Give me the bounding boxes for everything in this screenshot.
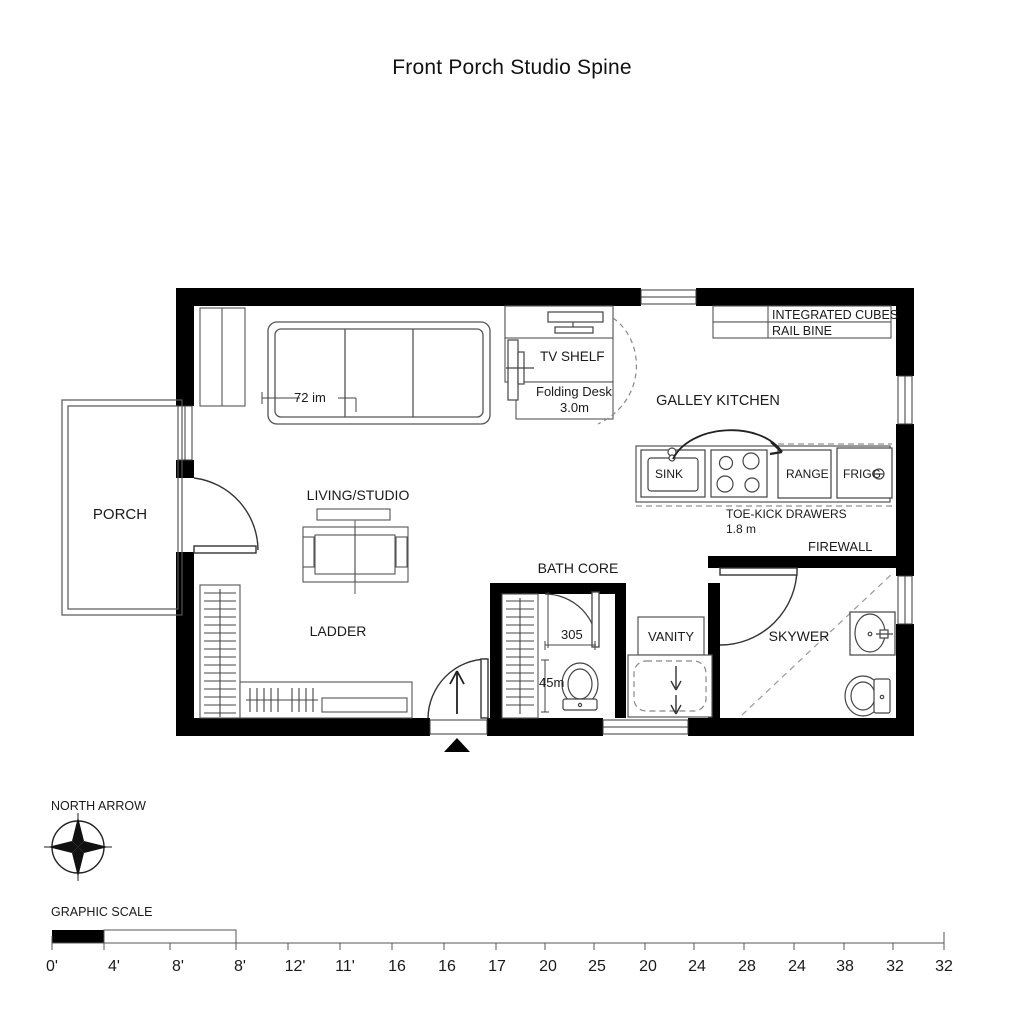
entry-direction-arrow (449, 670, 465, 714)
room-label-bath: BATH CORE (538, 560, 619, 576)
rail-bine-label: RAIL BINE (772, 324, 832, 338)
bath-dim-width: 305 (561, 627, 583, 642)
toe-kick-dim: 1.8 m (726, 522, 756, 536)
sofa-group (302, 508, 409, 594)
integrated-cubes-label: INTEGRATED CUBES (772, 308, 898, 322)
fridge-unit (836, 447, 893, 499)
room-label-porch: PORCH (93, 506, 147, 523)
scale-tick-1: 4' (108, 958, 120, 975)
scale-tick-16: 32 (886, 958, 904, 975)
scale-tick-14: 24 (788, 958, 806, 975)
bath-dimensions (541, 592, 596, 713)
room-label-shower: SKYWER (769, 628, 830, 644)
graphic-scale-bar: 0' 4' 8' 8' 12' 11' 16 16 17 20 25 20 24… (46, 929, 953, 975)
folding-desk-label: Folding Desk (536, 384, 612, 399)
tv-icon (547, 311, 604, 334)
firewall-label: FIREWALL (808, 539, 873, 554)
toe-kick-label: TOE-KICK DRAWERS (726, 507, 847, 521)
exterior-walls (176, 288, 914, 736)
room-label-kitchen: GALLEY KITCHEN (656, 393, 780, 409)
scale-tick-13: 28 (738, 958, 756, 975)
lavatory-fixture (849, 611, 896, 656)
folding-desk-dim: 3.0m (560, 400, 589, 415)
scale-tick-11: 20 (639, 958, 657, 975)
north-arrow (44, 813, 112, 881)
scale-tick-15: 38 (836, 958, 854, 975)
toe-kick-dashed (636, 443, 892, 507)
entry-marker-triangle (444, 738, 470, 752)
room-label-ladder: LADDER (310, 623, 367, 639)
folding-desk-panel (506, 339, 534, 401)
shower-door (719, 567, 798, 646)
scale-tick-2: 8' (172, 958, 184, 975)
scale-tick-8: 17 (488, 958, 506, 975)
windows (177, 289, 913, 735)
cooktop-fixture (710, 449, 768, 498)
upper-cabinets (712, 305, 892, 339)
scale-tick-17: 32 (935, 958, 953, 975)
interior-walls (490, 556, 914, 718)
porch-outline (61, 399, 183, 616)
bench-hatch (246, 688, 318, 712)
graphic-scale-label: GRAPHIC SCALE (51, 905, 152, 919)
kitchen-flow-arrow (672, 429, 783, 460)
scale-tick-5: 11' (335, 958, 355, 975)
toilet-bath-core (561, 662, 599, 711)
tv-shelf-label: TV SHELF (540, 349, 605, 364)
range-unit (777, 449, 832, 499)
porch-door (193, 477, 259, 554)
folding-desk-swing (597, 317, 638, 425)
page-title: Front Porch Studio Spine (392, 56, 632, 79)
scale-tick-3: 8' (234, 958, 246, 975)
room-label-living: LIVING/STUDIO (307, 487, 410, 503)
scale-tick-4: 12' (285, 958, 306, 975)
shower-pan-diagonal (741, 571, 895, 716)
vanity-unit (637, 616, 705, 656)
sink-label: SINK (655, 467, 683, 481)
vanity-label: VANITY (648, 629, 694, 644)
tub-flow-arrows (670, 666, 682, 715)
sink-fixture (640, 447, 706, 498)
bath-dim-height: 45m (539, 675, 564, 690)
fridge-label: FRIGG (843, 467, 881, 481)
north-arrow-label: NORTH ARROW (51, 799, 146, 813)
toilet-shower-room (844, 675, 891, 717)
ladder-rungs-vertical (204, 589, 236, 717)
scale-tick-9: 20 (539, 958, 557, 975)
scale-tick-10: 25 (588, 958, 606, 975)
bed-dim-label: 72 im (294, 390, 326, 405)
bed-dimension (261, 392, 357, 412)
bath-shelving-hatch (506, 598, 534, 714)
scale-tick-12: 24 (688, 958, 706, 975)
scale-tick-0: 0' (46, 958, 58, 975)
entry-door (427, 658, 489, 719)
scale-tick-6: 16 (388, 958, 406, 975)
tub-unit (627, 654, 713, 718)
bed (267, 321, 491, 425)
wardrobe (199, 307, 246, 407)
scale-tick-7: 16 (438, 958, 456, 975)
range-label: RANGE (786, 467, 829, 481)
